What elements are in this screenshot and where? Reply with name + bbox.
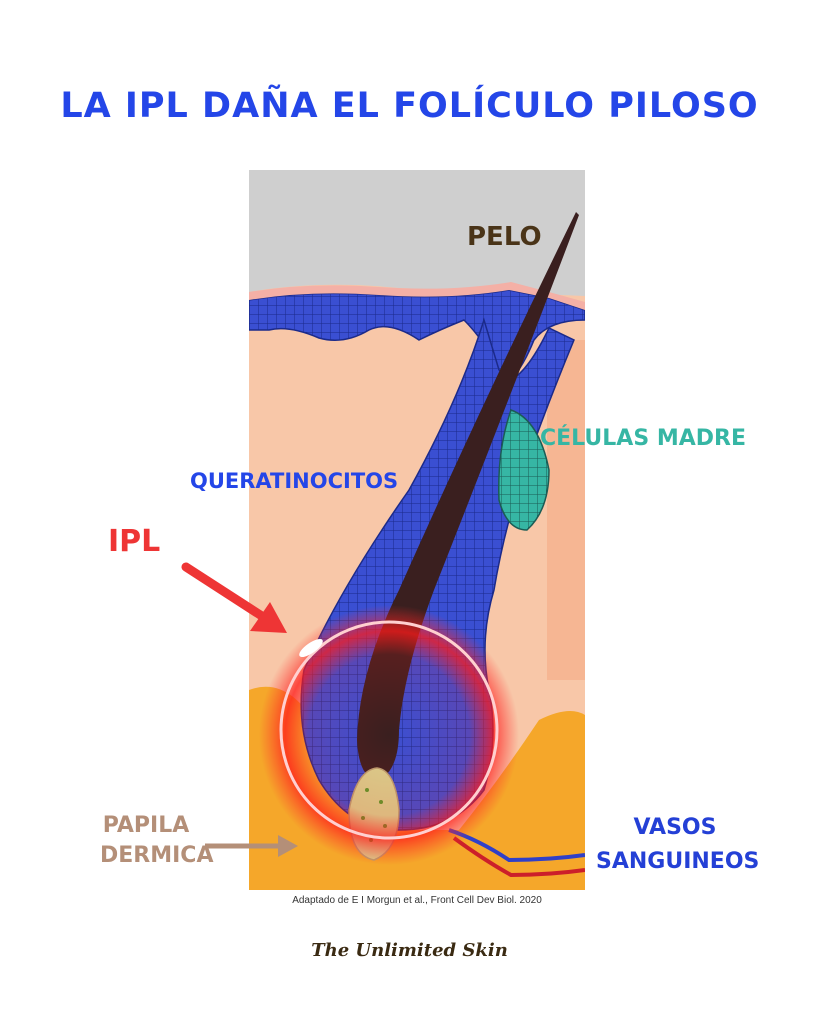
source-citation: Adaptado de E I Morgun et al., Front Cel… [292, 895, 542, 906]
stem-cell-bulge [498, 409, 550, 531]
hair-follicle-diagram [249, 170, 585, 890]
papila-arrow-icon [205, 835, 298, 857]
page-title: LA IPL DAÑA EL FOLÍCULO PILOSO [60, 86, 759, 126]
ipl-glow [259, 605, 519, 865]
artery [452, 836, 585, 878]
label-papila-dermica: PAPILA DERMICA [100, 811, 214, 871]
label-vasos-line1: VASOS [633, 815, 717, 840]
label-vasos-line2: SANGUINEOS [596, 849, 760, 874]
label-papila-line1: PAPILA [102, 813, 190, 838]
ipl-flash [299, 638, 323, 658]
ipl-ring [279, 620, 499, 840]
label-vasos-sanguineos: VASOS SANGUINEOS [596, 811, 760, 879]
label-papila-line2: DERMICA [100, 843, 214, 868]
label-ipl: IPL [108, 524, 161, 559]
label-celulas-madre: CÉLULAS MADRE [540, 426, 746, 451]
brand-signature: The Unlimited Skin [311, 940, 508, 961]
arrector-pili [547, 340, 585, 680]
stratum-corneum [249, 282, 585, 310]
ipl-arrow-icon [181, 562, 287, 633]
label-pelo: PELO [467, 222, 542, 252]
label-queratinocitos: QUERATINOCITOS [190, 469, 399, 493]
